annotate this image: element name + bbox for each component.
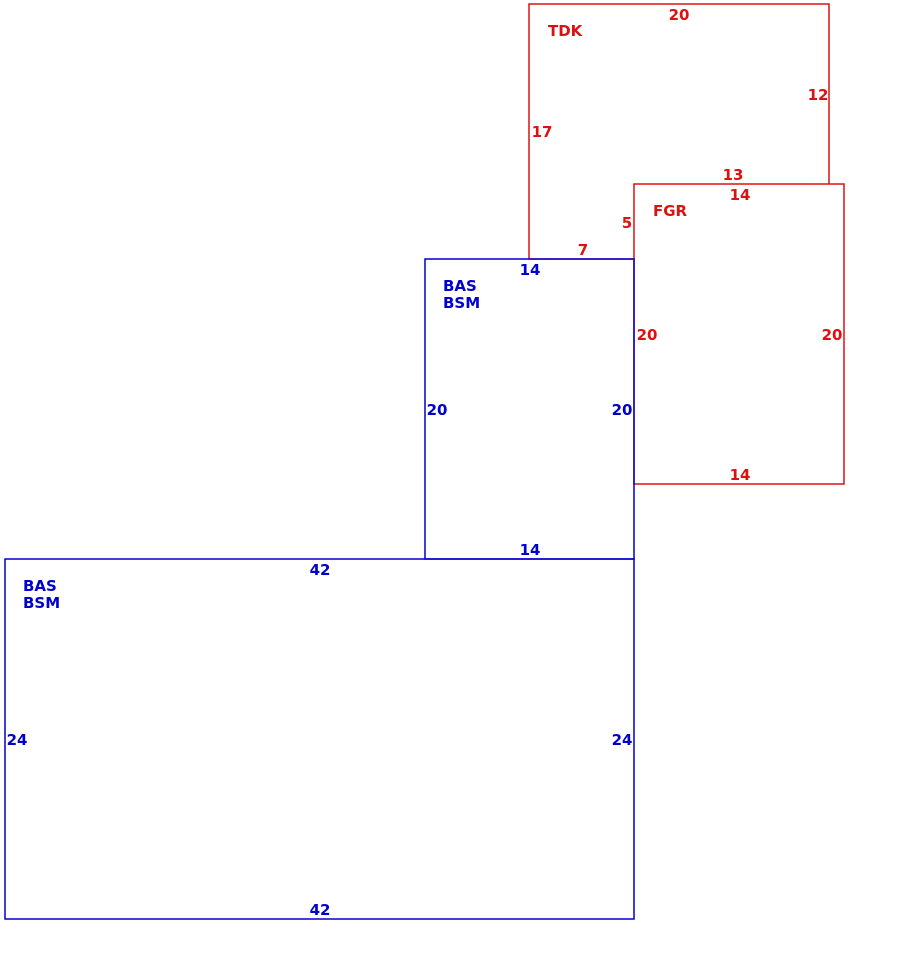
bas-large-dim-top: 42 (310, 561, 331, 579)
tdk-dim-step-side: 5 (622, 214, 632, 232)
fgr-dim-top: 14 (730, 186, 751, 204)
bas-large-dim-right: 24 (612, 731, 633, 749)
bas-small-dim-right: 20 (612, 401, 633, 419)
bas-small-dim-top: 14 (520, 261, 541, 279)
tdk-dim-step-top: 13 (723, 166, 744, 184)
bas-small-label-2: BSM (443, 294, 480, 312)
fgr-outline (633, 183, 845, 485)
fgr-dim-bottom: 14 (730, 466, 751, 484)
bas-small-dim-bottom: 14 (520, 541, 541, 559)
tdk-dim-top: 20 (669, 6, 690, 24)
bas-large-dim-left: 24 (7, 731, 28, 749)
tdk-dim-bottom-step: 7 (578, 241, 588, 259)
bas-large-label-2: BSM (23, 594, 60, 612)
bas-small-area: BAS BSM 14 20 20 14 (424, 258, 635, 560)
bas-small-label-1: BAS (443, 277, 477, 295)
tdk-outline (528, 3, 830, 260)
tdk-dim-left: 17 (532, 123, 553, 141)
tdk-dim-right: 12 (808, 86, 829, 104)
fgr-dim-left: 20 (637, 326, 658, 344)
tdk-area: TDK 20 12 17 13 5 7 (528, 3, 830, 260)
fgr-label: FGR (653, 202, 688, 220)
bas-large-label-1: BAS (23, 577, 57, 595)
bas-small-dim-left: 20 (427, 401, 448, 419)
tdk-label: TDK (548, 22, 584, 40)
fgr-dim-right: 20 (822, 326, 843, 344)
bas-large-dim-bottom: 42 (310, 901, 331, 919)
bas-large-area: BAS BSM 42 24 24 42 (4, 558, 635, 920)
fgr-area: FGR 14 20 20 14 (633, 183, 845, 485)
bas-large-outline (4, 558, 635, 920)
